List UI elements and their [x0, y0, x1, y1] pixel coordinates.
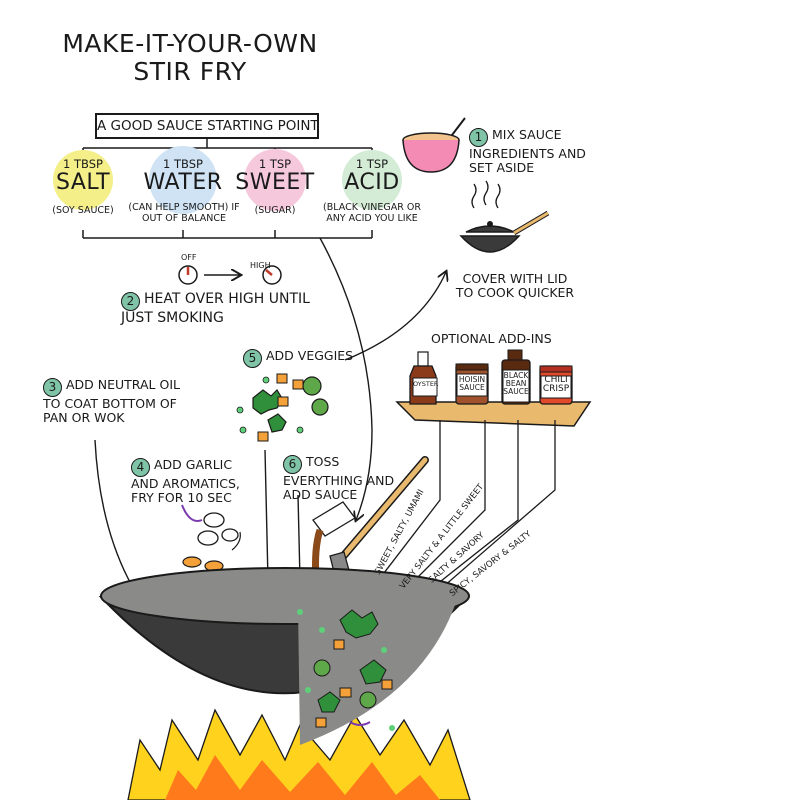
step-4-badge: 4	[131, 458, 150, 477]
jar-icon	[455, 363, 489, 405]
acid-circle	[342, 150, 402, 210]
bowl-icon	[402, 117, 466, 173]
step-5-badge: 5	[243, 349, 262, 368]
cover-note: COVER WITH LID TO COOK QUICKER	[455, 271, 575, 300]
step-1-badge: 1	[469, 128, 488, 147]
wok-lid-icon	[459, 180, 550, 253]
ingredient-acid: 1 TSP ACID	[344, 157, 400, 195]
step-3-badge: 3	[43, 378, 62, 397]
jar-label-oyster: OYSTER	[413, 380, 439, 388]
garlic-icon	[181, 504, 241, 572]
heat-high-label: HIGH	[250, 261, 271, 270]
step-6-badge: 6	[283, 455, 302, 474]
ingredient-salt: 1 TBSP SALT	[55, 157, 111, 195]
sauce-bottle-icon	[409, 351, 438, 405]
heat-off-label: OFF	[181, 253, 197, 262]
addins-header: OPTIONAL ADD-INS	[431, 331, 552, 346]
shelf	[395, 401, 592, 427]
step-2-badge: 2	[121, 292, 140, 311]
jar-label-chili-crisp: CHILI CRISP	[542, 375, 570, 395]
sauce-header: A GOOD SAUCE STARTING POINT	[95, 113, 319, 139]
jar-label-black-bean: BLACK BEAN SAUCE	[503, 371, 529, 396]
jar-icon	[501, 349, 531, 405]
veggies-icon	[236, 373, 329, 442]
sweet-circle	[244, 149, 306, 211]
jar-icon	[539, 365, 573, 405]
wok-icon	[98, 567, 471, 745]
ingredient-water: 1 TBSP WATER	[143, 157, 223, 195]
ingredient-sweet: 1 TSP SWEET	[235, 157, 315, 195]
ingredient-note-sweet: (SUGAR)	[254, 205, 296, 216]
knob-high-icon	[262, 265, 282, 285]
ingredient-note-water: (CAN HELP SMOOTH) IF OUT OF BALANCE	[128, 202, 240, 224]
jar-label-hoisin: HOISIN SAUCE	[458, 375, 486, 392]
ingredient-note-acid: (BLACK VINEGAR OR ANY ACID YOU LIKE	[323, 202, 421, 224]
flame-icon	[127, 708, 471, 800]
salt-circle	[53, 150, 113, 210]
ingredient-note-salt: (SOY SAUCE)	[52, 205, 114, 216]
water-circle	[149, 146, 217, 214]
addin-lines	[373, 420, 556, 613]
knob-off-icon	[178, 265, 198, 285]
